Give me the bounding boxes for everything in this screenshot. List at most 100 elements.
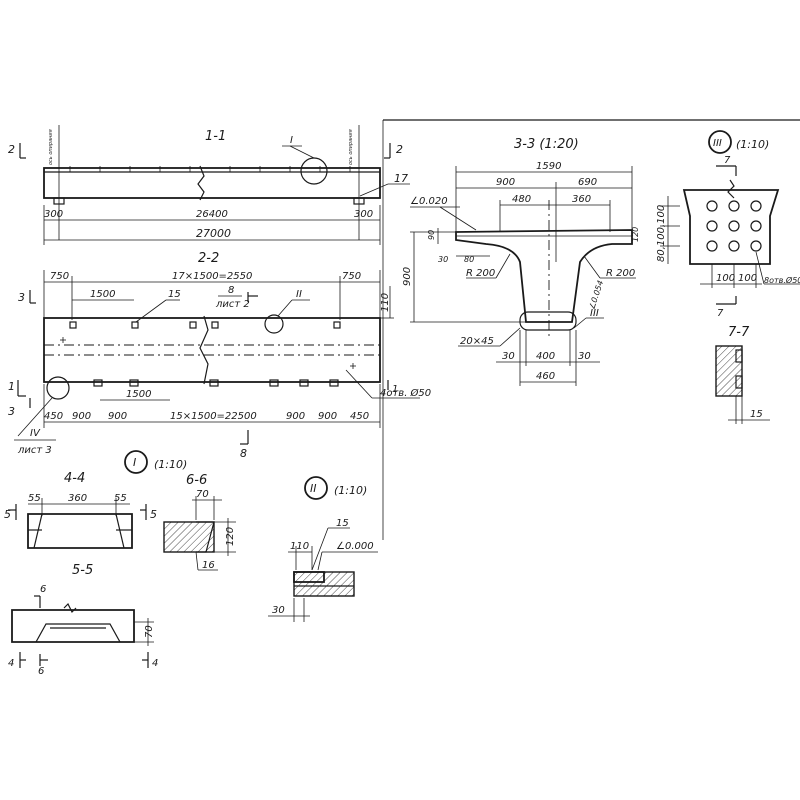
holes-note-leader [345,369,373,399]
dim-900-height: 900 [402,267,413,286]
detail-III-break [727,179,735,199]
section-6-6-title: 6-6 [186,473,207,488]
dim-1500-top: 1500 [90,289,115,300]
dim-460: 460 [536,371,555,382]
section-4-4-title: 4-4 [64,471,85,486]
callout-17-leader [359,183,389,197]
detail-III-circle [708,130,732,154]
dim-120: 120 [631,227,640,242]
dim-30-left: 30 [438,255,448,264]
dim-1500-bottom: 1500 [126,389,151,400]
section-3-3: 3-3 (1:20) 1590 900 690 480 360 ∠0.020 9… [402,137,640,386]
callout-IV-leader [17,397,53,437]
section-2-2-title: 2-2 [198,251,219,266]
beam-1-1-ticks [69,166,351,172]
section-1-1-title: 1-1 [205,129,226,144]
sheet-2-label: лист 2 [215,299,250,310]
callout-II-label: II [296,289,302,300]
dim-300-left: 300 [44,209,63,220]
dim-110-II: 110 [290,541,309,552]
cut-7-bottom-label: 7 [717,308,724,319]
callout-15-label: 15 [168,289,181,300]
section-2-2: 2-2 750 17×1500=2550 750 1500 15 8 лист … [8,251,431,460]
cut-1-right-label: 1 [392,384,398,395]
cut-7-top-label: 7 [724,155,731,166]
callout-I-label: I [290,135,293,146]
dim-15-label: 15 [750,409,763,420]
cut-6-top-label: 6 [40,584,46,595]
callout-16-leader [195,551,199,571]
break-line-2-2 [199,315,209,385]
detail-III-outline [682,189,780,265]
slope-0054: ∠0.054 [587,279,605,310]
dim-120-6-6: 120 [225,527,236,546]
cut-6-bottom-label: 6 [38,666,44,677]
dim-450-right: 450 [350,411,369,422]
sheet-3-label: лист 3 [17,445,52,456]
slope-0020: ∠0.020 [410,196,448,207]
dim-90: 90 [427,230,436,240]
dim-15x1500: 15×1500=22500 [170,411,257,422]
section-1-1: 1-1 ось опирания ось опирания 2 2 [8,125,410,245]
dim-750-left: 750 [50,271,69,282]
chamfer-leader [499,327,521,347]
dim-70-6-6: 70 [196,489,209,500]
top-inserts [69,321,341,329]
callout-15-II-label: 15 [336,518,349,529]
section-5-5: 5-5 6 70 4 6 4 [8,563,158,677]
callout-15-II-leader [311,527,329,571]
bottom-inserts [93,379,339,387]
section-4-4-slant-left [33,513,43,549]
section-5-5-insert [35,623,121,643]
dim-900-a: 900 [72,411,91,422]
dim-750-right: 750 [342,271,361,282]
support-note-right: ось опирания [348,129,354,165]
cut-5-right-label: 5 [150,508,157,521]
dim-480: 480 [512,194,531,205]
cut-4-right-label: 4 [152,658,158,669]
dim-55-right: 55 [114,493,127,504]
section-6-6-hatch [163,521,215,553]
section-7-7-notch-b [735,375,743,389]
section-3-3-title: 3-3 (1:20) [514,137,579,152]
callout-IV-circle [46,376,70,400]
dim-360: 360 [572,194,591,205]
bottom-chamfer-box [519,311,577,331]
cut-3-top-label: 3 [18,291,25,304]
dim-17x1500: 17×1500=2550 [172,271,252,282]
section-6-6: 6-6 70 120 16 [163,473,236,571]
callout-III-leader [573,317,587,329]
cut-2-left-label: 2 [8,143,15,156]
dim-400: 400 [536,351,555,362]
callout-III-label: III [590,308,599,319]
dim-70-5-5: 70 [144,625,155,638]
cut-2-right-label: 2 [396,143,403,156]
r200-right-leader [583,255,601,279]
cut-5-left-label: 5 [4,508,11,521]
section-5-5-break [63,602,77,614]
dim-100-b: 100 [738,273,757,284]
section-5-5-title: 5-5 [72,563,93,578]
cut-3-bottom-label: 3 [8,405,15,418]
dim-26400: 26400 [196,209,228,220]
section-4-4-outline [27,513,133,549]
dims-vertical-III: 80,100,100 [656,205,667,262]
section-4-4: 4-4 55 360 55 5 5 [4,471,157,549]
dim-100-a: 100 [716,273,735,284]
slope-II-label: ∠0.000 [336,541,374,552]
detail-I-circle [124,450,148,474]
detail-I-callout: I [133,456,136,469]
callout-II-leader [277,299,293,317]
detail-III-title: (1:10) [736,138,769,151]
detail-III-callout: III [713,138,722,149]
section-7-7-title: 7-7 [728,325,750,340]
cut-8-label: 8 [228,285,234,296]
cut-8-bottom-label: 8 [240,447,247,460]
holes-note-III: 8отв.Ø50 [764,275,800,285]
callout-I-leader [289,145,315,159]
dim-1590: 1590 [536,161,561,172]
dim-900-c: 900 [286,411,305,422]
section-5-5-outline [11,609,135,643]
r200-right: R 200 [606,268,635,279]
